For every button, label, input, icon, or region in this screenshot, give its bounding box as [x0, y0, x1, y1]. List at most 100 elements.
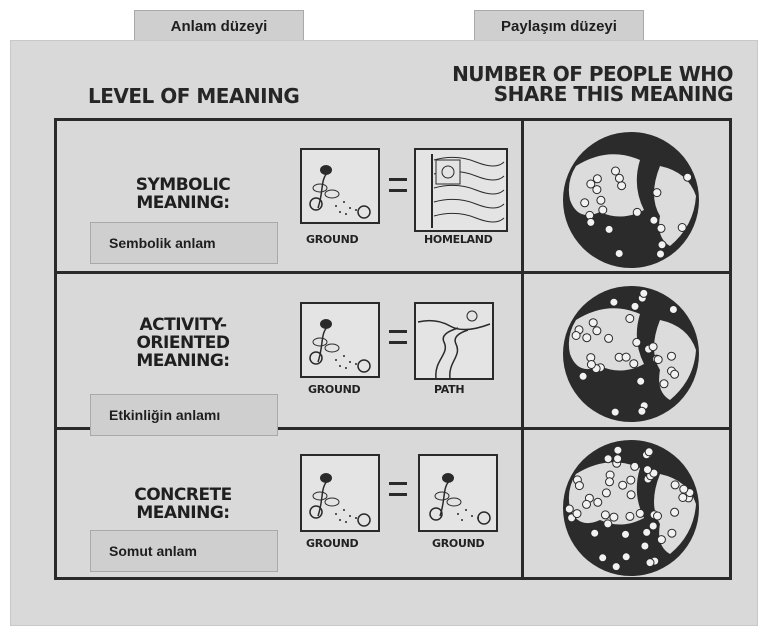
ground-picture-box	[300, 302, 380, 378]
person-marker	[636, 376, 646, 386]
person-marker	[630, 461, 640, 471]
row-label-line: ORIENTED	[136, 333, 230, 353]
person-marker	[564, 504, 574, 514]
somut-anlam-tag: Somut anlam	[90, 530, 278, 572]
person-marker	[642, 527, 652, 537]
ground-picture-box-right	[418, 454, 498, 532]
path-caption: PATH	[434, 383, 465, 396]
person-marker	[601, 488, 611, 498]
person-marker	[611, 166, 620, 176]
person-marker	[593, 497, 603, 507]
person-marker	[590, 528, 600, 538]
number-of-people-heading-line1: NUMBER OF PEOPLE WHO	[452, 62, 733, 86]
row-label-line: MEANING:	[136, 351, 230, 371]
share-globe-2	[563, 286, 699, 422]
person-marker	[683, 172, 693, 182]
person-marker	[592, 326, 602, 336]
row-label-concrete: CONCRETE MEANING:	[88, 486, 278, 522]
share-globe-1	[563, 132, 699, 268]
person-marker	[582, 333, 592, 343]
person-marker	[580, 198, 590, 208]
person-marker	[578, 371, 588, 381]
row-label-line: ACTIVITY-	[139, 315, 228, 335]
person-marker	[667, 528, 677, 538]
equals-sign	[389, 178, 407, 192]
number-of-people-heading-line2: SHARE THIS MEANING	[493, 82, 734, 106]
ground-icon	[429, 473, 491, 525]
person-marker	[644, 447, 654, 457]
person-marker	[668, 305, 678, 314]
person-marker	[621, 552, 631, 562]
person-marker	[632, 207, 642, 217]
person-marker	[611, 562, 621, 572]
row-divider-1	[57, 271, 729, 274]
row-label-line: SYMBOLIC	[135, 175, 231, 195]
person-marker	[656, 249, 665, 259]
person-marker	[614, 173, 624, 183]
person-marker	[677, 223, 687, 232]
paylasim-duzeyi-tag: Paylaşım düzeyi	[474, 10, 644, 42]
person-marker	[618, 480, 628, 490]
share-globe-3	[563, 440, 699, 576]
ground-caption: GROUND	[306, 537, 359, 550]
flag-icon	[431, 154, 505, 228]
person-marker	[645, 558, 655, 568]
person-marker	[592, 185, 602, 195]
etkinligin-anlami-tag: Etkinliğin anlamı	[90, 394, 278, 436]
row-label-line: MEANING:	[136, 503, 230, 523]
person-marker	[604, 333, 614, 343]
person-marker	[603, 454, 613, 464]
person-marker	[667, 351, 676, 361]
person-marker	[670, 369, 680, 379]
person-marker	[609, 297, 619, 307]
person-marker	[574, 481, 584, 491]
person-marker	[613, 454, 623, 464]
ground-caption: GROUND	[308, 383, 361, 396]
person-marker	[649, 215, 659, 225]
person-marker	[571, 331, 581, 340]
path-picture-box	[414, 302, 494, 380]
person-marker	[586, 217, 596, 227]
ground-picture-box	[300, 454, 380, 532]
person-marker	[603, 519, 613, 529]
person-marker	[572, 509, 582, 519]
person-marker	[598, 553, 608, 563]
sembolik-anlam-tag: Sembolik anlam	[90, 222, 278, 264]
person-marker	[632, 337, 642, 347]
ground-picture-box	[300, 148, 380, 224]
homeland-picture-box	[414, 148, 508, 232]
flower-ground-icon	[309, 319, 371, 373]
person-marker	[643, 465, 652, 475]
row-divider-2	[57, 427, 729, 430]
person-marker	[679, 484, 689, 494]
anlam-duzeyi-tag: Anlam düzeyi	[134, 10, 304, 42]
row-label-line: MEANING:	[136, 193, 230, 213]
person-marker	[659, 379, 669, 389]
person-marker	[621, 352, 631, 362]
person-marker	[621, 529, 630, 539]
person-marker	[625, 314, 635, 323]
level-of-meaning-heading: LEVEL OF MEANING	[88, 84, 300, 108]
person-marker	[640, 541, 650, 551]
ground-caption-right: GROUND	[432, 537, 485, 550]
column-divider	[521, 121, 524, 577]
person-marker	[648, 342, 658, 352]
person-marker	[617, 181, 627, 191]
person-marker	[653, 355, 663, 365]
globe-land	[568, 462, 696, 554]
row-label-line: CONCRETE	[134, 485, 232, 505]
flower-ground-icon	[309, 165, 371, 219]
person-marker	[586, 179, 596, 189]
person-marker	[670, 507, 680, 517]
person-marker	[614, 249, 624, 258]
person-marker	[604, 224, 614, 234]
person-marker	[600, 510, 610, 520]
person-marker	[678, 493, 688, 502]
person-marker	[592, 174, 602, 184]
person-marker	[598, 205, 608, 215]
person-marker	[637, 406, 647, 416]
person-marker	[609, 512, 619, 522]
person-marker	[596, 195, 606, 205]
person-marker	[605, 477, 614, 487]
person-marker	[630, 301, 640, 311]
